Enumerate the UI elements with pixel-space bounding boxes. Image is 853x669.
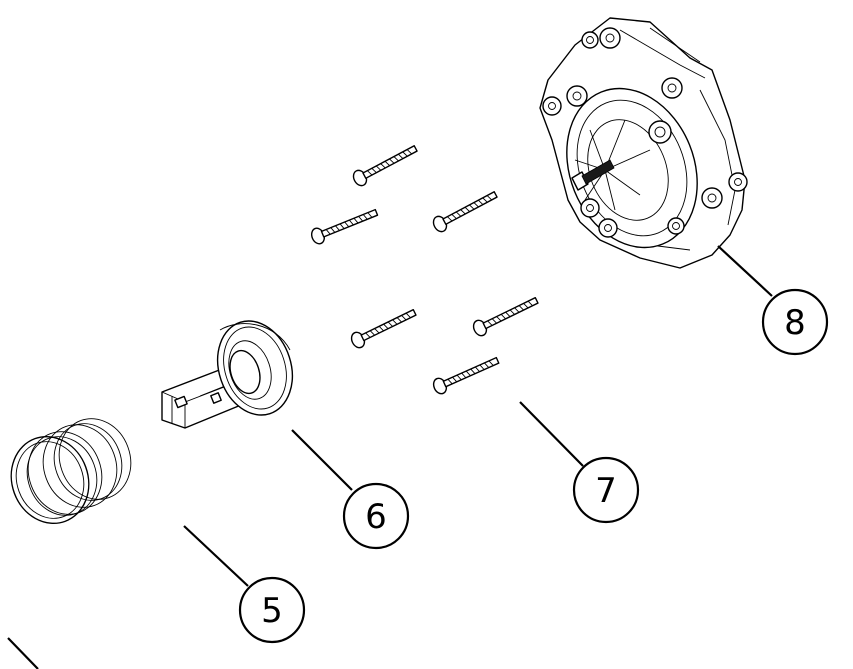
leader-line-5 xyxy=(183,525,249,587)
housing-part-8 xyxy=(539,17,748,269)
callout-8-label: 8 xyxy=(784,303,806,343)
screw xyxy=(472,296,539,337)
leader-line-6 xyxy=(291,429,353,491)
callout-7-label: 7 xyxy=(595,471,617,511)
screw xyxy=(432,191,498,233)
screw xyxy=(352,145,418,187)
callout-6: 6 xyxy=(342,482,410,550)
leader-line-7 xyxy=(519,401,584,467)
screw xyxy=(432,356,500,395)
callout-8: 8 xyxy=(761,288,829,356)
leader-line-8 xyxy=(717,245,773,297)
screw xyxy=(310,208,379,245)
leader-line-4 xyxy=(7,637,39,669)
diaphragm-part-6 xyxy=(161,320,294,429)
screws-part-7 xyxy=(310,145,539,395)
callout-5: 5 xyxy=(238,576,306,644)
callout-6-label: 6 xyxy=(365,497,387,537)
screw xyxy=(350,308,417,349)
spring-part-5 xyxy=(10,418,132,525)
callout-5-label: 5 xyxy=(261,591,283,631)
callout-7: 7 xyxy=(572,456,640,524)
